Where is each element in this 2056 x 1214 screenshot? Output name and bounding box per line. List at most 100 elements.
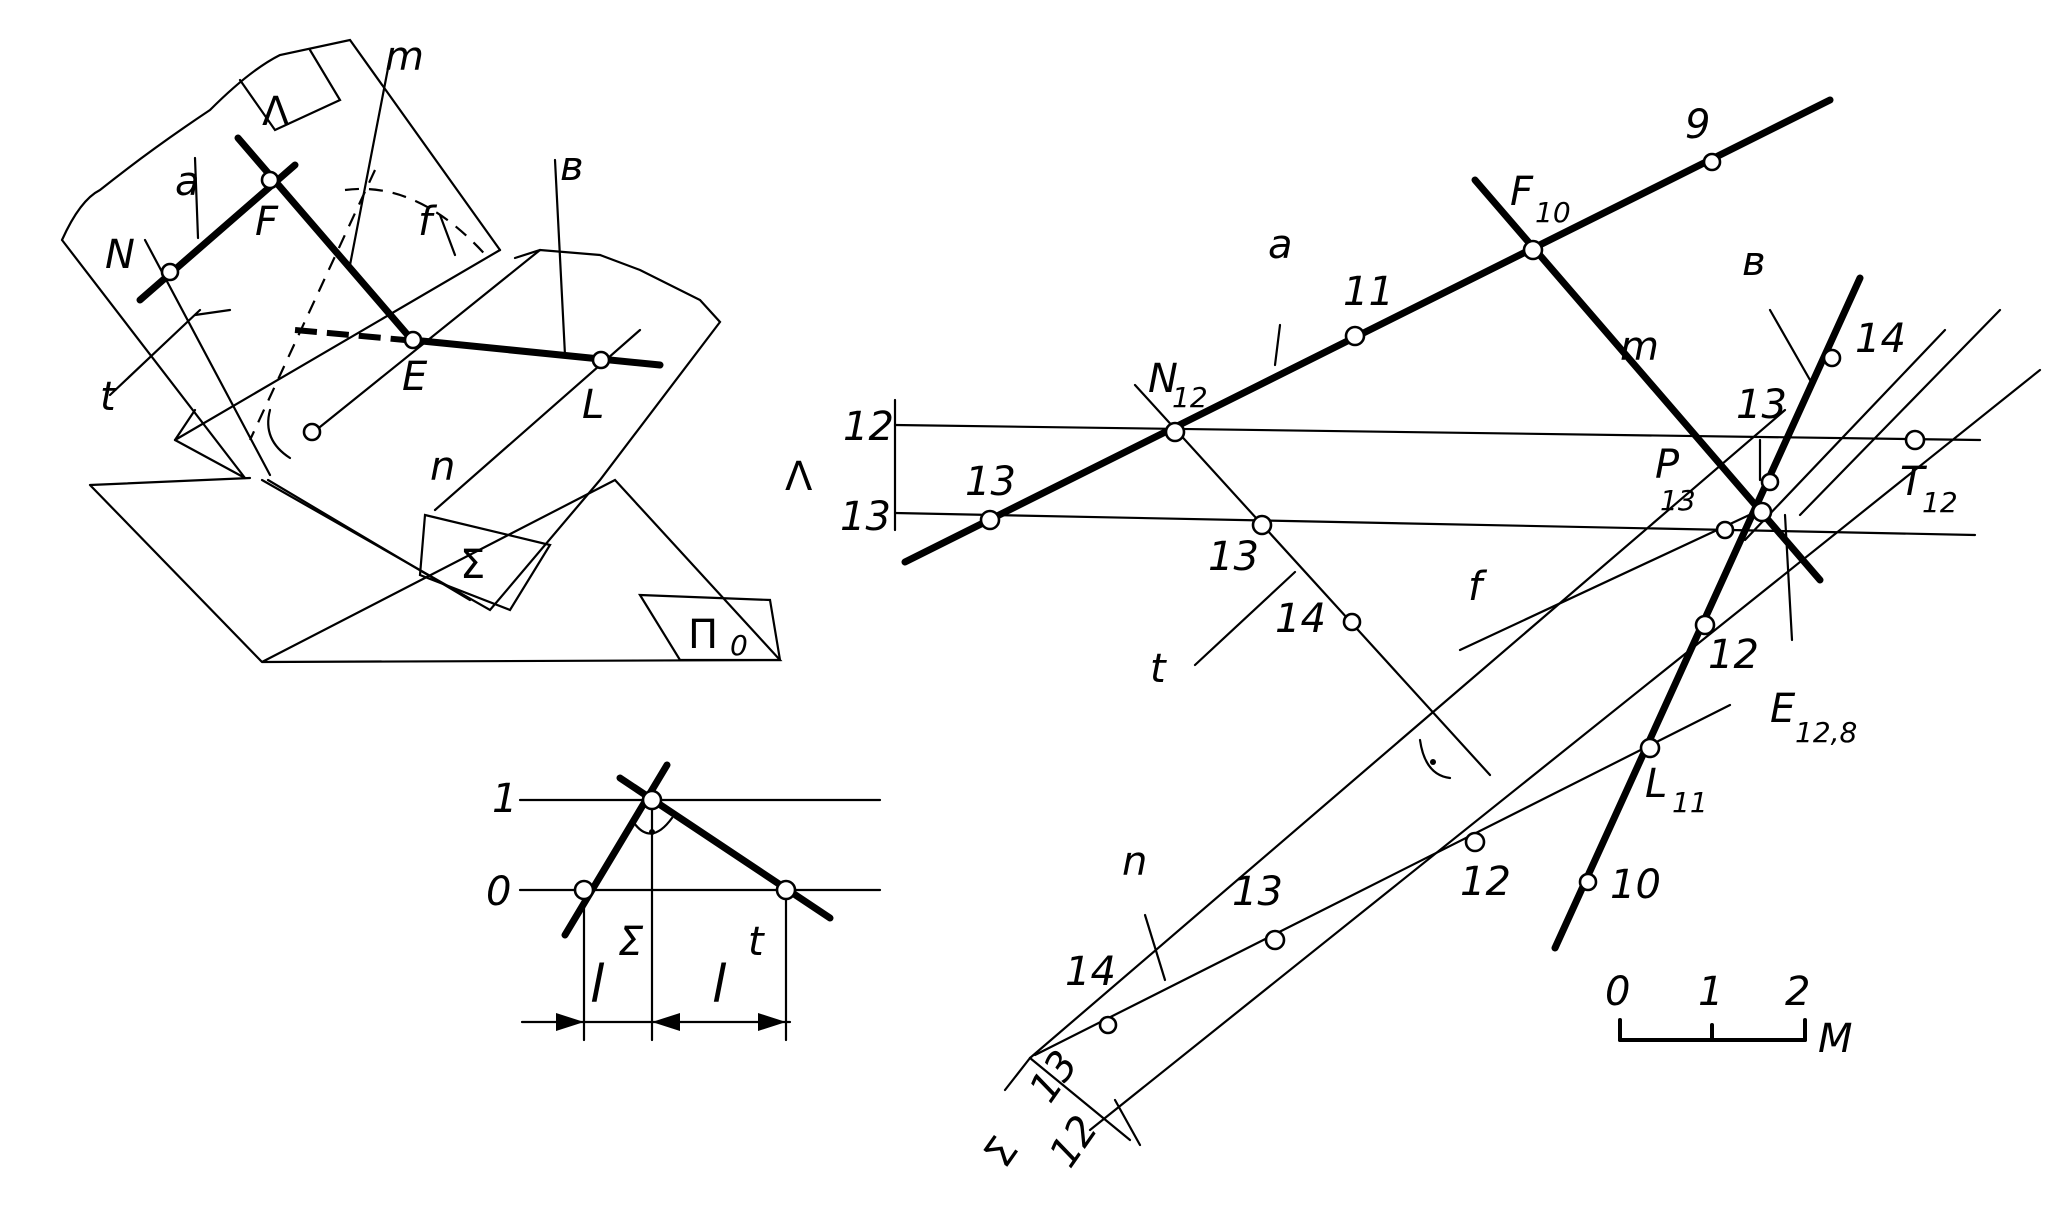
label-scale-unit: M	[1818, 1016, 1853, 1062]
label-n-14: 14	[1065, 949, 1116, 995]
slope-t-foot	[775, 879, 797, 901]
point-L-spatial	[591, 350, 611, 370]
line-b-spatial	[408, 336, 664, 369]
label-scale-2: 2	[1785, 969, 1810, 1015]
point-b-10	[1578, 872, 1598, 892]
proj-right-angle	[1418, 738, 1452, 780]
slope-dim-arrows	[556, 1013, 786, 1031]
point-T12	[1904, 429, 1926, 451]
proj-right-angle-dot	[1430, 759, 1436, 765]
label-pi-spatial: Π	[688, 612, 718, 658]
point-t-14	[1342, 612, 1362, 632]
line-m-leader	[348, 56, 392, 267]
line-b-proj	[1551, 274, 1864, 952]
label-N-spatial: N	[105, 232, 135, 278]
label-F-sub: 10	[1535, 196, 1571, 229]
label-P-sub: 13	[1660, 484, 1696, 517]
label-sigma-spatial: Σ	[460, 542, 485, 588]
E-leader	[1783, 513, 1794, 642]
plane-lambda-inner	[173, 48, 502, 442]
dashed-projection-1	[249, 169, 376, 441]
label-b-spatial: в	[560, 144, 584, 190]
label-a-spatial: a	[175, 159, 200, 205]
label-sigma-12: 12	[1041, 1108, 1108, 1176]
label-level-0: 0	[486, 869, 511, 915]
label-L: L	[1645, 761, 1667, 807]
point-E	[1751, 501, 1773, 523]
point-t-13	[1251, 514, 1273, 536]
plane-pi-outline	[88, 476, 783, 664]
label-lambda-proj: Λ	[785, 454, 813, 500]
lambda-horizontal-12	[893, 423, 1982, 442]
label-N-sub: 12	[1172, 381, 1208, 414]
slope-apex-point	[641, 789, 663, 811]
label-b-12: 12	[1708, 632, 1759, 678]
label-F-spatial: F	[255, 199, 279, 245]
label-f-spatial: f	[418, 199, 438, 245]
label-b-10: 10	[1610, 862, 1661, 908]
sigma-label-box	[418, 513, 552, 612]
label-lambda-12: 12	[843, 404, 894, 450]
slope-right-angle-dot	[649, 829, 655, 835]
point-b-12	[1694, 614, 1716, 636]
label-pi-sub-spatial: 0	[730, 629, 748, 662]
sigma-scale-bar	[1028, 1056, 1132, 1142]
a-leader	[1273, 323, 1282, 367]
label-l-sigma: l	[590, 955, 605, 1015]
label-scale-0: 0	[1605, 969, 1630, 1015]
label-n-proj: n	[1122, 839, 1147, 885]
label-T-sub: 12	[1922, 486, 1958, 519]
b-leader	[1768, 308, 1812, 382]
label-a-11: 11	[1343, 269, 1394, 315]
slope-construction: 1 0 l Σ l t	[486, 761, 882, 1042]
sigma-tick-12	[1113, 1098, 1142, 1147]
sigma-tick-13	[1003, 1056, 1032, 1092]
label-L-spatial: L	[582, 382, 604, 428]
label-sigma-proj: Σ	[976, 1129, 1028, 1176]
pi-label-box	[637, 593, 782, 662]
label-l-sigma-sup: Σ	[618, 919, 644, 965]
line-a-leader	[193, 156, 200, 240]
plane-lambda-outline	[60, 38, 502, 480]
label-level-1: 1	[492, 776, 517, 822]
spatial-sketch: Λ Σ Π 0 a в m f t n N F E L	[60, 34, 783, 664]
label-a-13: 13	[965, 459, 1016, 505]
label-t-14: 14	[1275, 596, 1326, 642]
point-a-11	[1344, 325, 1366, 347]
label-l-t: l	[712, 955, 727, 1015]
lambda-horizontal-13	[893, 511, 1977, 537]
point-a-13	[979, 509, 1001, 531]
point-L11	[1639, 737, 1661, 759]
right-angle-arc	[267, 408, 292, 460]
point-a-9	[1702, 152, 1722, 172]
label-T: T	[1900, 459, 1928, 505]
line-b-leader	[553, 158, 567, 357]
line-b-hidden	[294, 327, 406, 343]
label-E-sub: 12,8	[1795, 716, 1857, 749]
scale-bar: 0 1 2 M	[1605, 969, 1853, 1062]
label-m-proj: m	[1620, 324, 1659, 370]
label-l-t-sup: t	[748, 919, 765, 965]
dashed-projection-2	[344, 187, 491, 261]
line-a-proj	[901, 96, 1834, 566]
point-P13	[1715, 520, 1735, 540]
plane-sigma-outline	[260, 248, 722, 612]
label-F: F	[1510, 169, 1534, 215]
projection-drawing: Λ 12 13 a 9 11 13 F 10 N 12 m в 14 13 12…	[785, 96, 2042, 1176]
point-b-13	[1760, 472, 1780, 492]
point-foot-spatial	[302, 422, 322, 442]
sigma-contour-12	[1088, 368, 2042, 1132]
label-n-spatial: n	[430, 444, 455, 490]
line-n-leader	[1143, 913, 1167, 982]
line-f-proj	[1458, 508, 1762, 652]
label-n-12: 12	[1460, 859, 1511, 905]
label-E: E	[1770, 686, 1796, 732]
point-N12	[1164, 421, 1186, 443]
label-f-proj: f	[1468, 564, 1488, 610]
label-t-13: 13	[1208, 534, 1259, 580]
point-F10	[1522, 239, 1544, 261]
label-N: N	[1148, 356, 1178, 402]
line-aux-2	[1743, 328, 1947, 542]
